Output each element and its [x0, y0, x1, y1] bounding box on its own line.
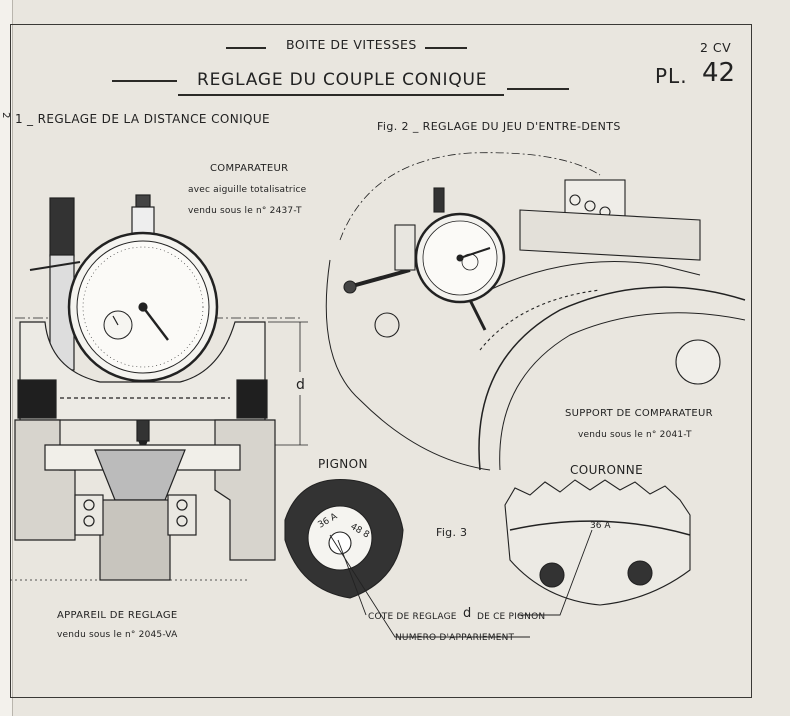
- pinion-gear: 36 A 48 8: [284, 478, 404, 599]
- page-frame: [10, 24, 752, 698]
- setting-cradle: [17, 321, 268, 421]
- header-rule-right: [425, 47, 467, 49]
- housing-section: [10, 419, 276, 581]
- title-rule-left: [112, 80, 177, 82]
- support-title: SUPPORT DE COMPARATEUR: [565, 408, 713, 419]
- crown-mark: 36 A: [590, 521, 611, 531]
- device-ref: vendu sous le n° 2045-VA: [57, 630, 178, 640]
- figure1-number: 1: [15, 112, 24, 126]
- plate-number: 42: [702, 58, 736, 88]
- dimension-d-label: d: [296, 377, 305, 393]
- comparator-ref: vendu sous le n° 2437-T: [188, 206, 302, 216]
- figure3-drawing: 36 A 48 8 36 A: [284, 478, 691, 638]
- callout-pairing: NUMERO D'APPARIEMENT: [395, 633, 515, 643]
- car-model: 2 CV: [700, 40, 732, 55]
- callout-setting-symbol: d: [463, 606, 472, 621]
- figure1-heading: _ REGLAGE DE LA DISTANCE CONIQUE: [27, 112, 271, 126]
- callout-setting: COTE DE REGLAGE: [368, 612, 457, 622]
- header-rule-left: [226, 47, 266, 49]
- dial-gauge-fig2: [343, 187, 506, 331]
- figure2-drawing: [325, 152, 746, 471]
- figure2-heading: Fig. 2 _ REGLAGE DU JEU D'ENTRE-DENTS: [377, 120, 621, 133]
- binding-spine: [0, 0, 13, 716]
- section-category: BOITE DE VITESSES: [286, 37, 417, 52]
- comparator-desc: avec aiguille totalisatrice: [188, 185, 307, 195]
- crown-label: COURONNE: [570, 463, 644, 477]
- plate-prefix: PL.: [655, 64, 688, 88]
- title-underline: [178, 94, 504, 96]
- title-rule-right: [507, 88, 569, 90]
- device-title: APPAREIL DE REGLAGE: [57, 610, 178, 621]
- comparator-title: COMPARATEUR: [210, 163, 289, 174]
- callout-lines: [329, 529, 593, 638]
- figure3-caption: Fig. 3: [436, 526, 468, 539]
- figure1-drawing: [10, 194, 308, 581]
- support-ref: vendu sous le n° 2041-T: [578, 430, 692, 440]
- callout-setting-suffix: DE CE PIGNON: [477, 612, 546, 622]
- dial-gauge-fig1: [67, 194, 219, 454]
- page-title: REGLAGE DU COUPLE CONIQUE: [197, 70, 488, 90]
- pinion-label: PIGNON: [318, 457, 368, 471]
- crown-gear: 36 A: [504, 479, 691, 606]
